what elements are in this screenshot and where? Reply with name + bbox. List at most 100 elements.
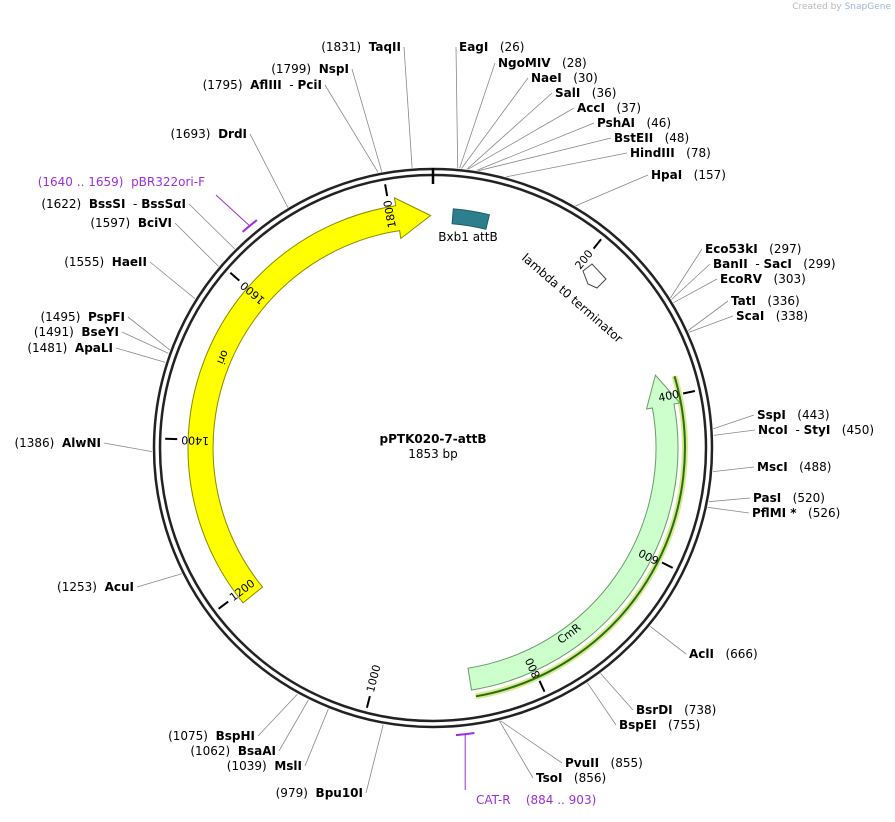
site-position: (1075)	[168, 729, 208, 743]
restriction-site-label[interactable]: EagI (26)	[459, 40, 524, 54]
site-enzyme: SalI	[555, 86, 580, 100]
site-leader-line	[712, 466, 755, 472]
restriction-site-label[interactable]: TatI (336)	[731, 294, 800, 308]
site-leader-line	[121, 331, 169, 354]
restriction-site-label[interactable]: NgoMIV (28)	[498, 56, 587, 70]
tick-mark	[538, 680, 546, 693]
site-position: (36)	[592, 86, 617, 100]
restriction-site-label[interactable]: (1555) HaeII	[64, 255, 147, 269]
restriction-site-label[interactable]: (1481) ApaLI	[27, 341, 113, 355]
restriction-site-label[interactable]: AccI (37)	[577, 101, 641, 115]
restriction-site-label[interactable]: HindIII (78)	[630, 146, 711, 160]
restriction-site-label[interactable]: (1597) BciVI	[90, 216, 172, 230]
site-enzyme: AcuI	[105, 580, 134, 594]
restriction-site-label[interactable]: PshAI (46)	[597, 116, 671, 130]
site-enzyme: PshAI	[597, 116, 635, 130]
site-leader-line	[670, 248, 703, 299]
tick-mark	[661, 561, 674, 569]
restriction-site-label[interactable]: HpaI (157)	[651, 168, 726, 182]
site-leader-line	[673, 278, 718, 304]
restriction-site-label[interactable]: BspEI (755)	[619, 718, 700, 732]
restriction-site-label[interactable]: (1831) TaqII	[321, 40, 401, 54]
restriction-site-label[interactable]: PasI (520)	[753, 491, 825, 505]
primer-label[interactable]: (1640 .. 1659) pBR322ori-F	[38, 175, 205, 189]
site-leader-line	[324, 84, 379, 173]
restriction-site-label[interactable]: (1799) NspI	[271, 62, 349, 76]
site-enzyme: ScaI	[736, 309, 764, 323]
restriction-site-label[interactable]: (1039) MslI	[227, 759, 302, 773]
site-leader-line	[461, 77, 529, 169]
site-leader-line	[403, 46, 413, 168]
primer-binding-arc[interactable]	[455, 732, 475, 737]
site-position: (78)	[686, 146, 711, 160]
lambda-t0-terminator-arrow[interactable]	[582, 263, 607, 289]
restriction-site-label[interactable]: PflMI * (526)	[752, 506, 840, 520]
restriction-site-label[interactable]: (1795) AflIII - PciI	[203, 78, 322, 92]
restriction-site-label[interactable]: BstEII (48)	[614, 131, 689, 145]
restriction-site-label[interactable]: MscI (488)	[757, 460, 831, 474]
site-position: (1062)	[190, 744, 230, 758]
restriction-site-label[interactable]: NcoI - StyI (450)	[758, 423, 874, 437]
restriction-site-label[interactable]: (1693) DrdI	[171, 127, 247, 141]
restriction-site-label[interactable]: SalI (36)	[555, 86, 616, 100]
site-position: (1597)	[90, 216, 130, 230]
site-leader-line	[459, 62, 496, 169]
site-position: (30)	[573, 71, 598, 85]
restriction-site-label[interactable]: (1491) BseYI	[34, 325, 119, 339]
site-position: (1555)	[64, 255, 104, 269]
restriction-site-label[interactable]: AclI (666)	[689, 647, 758, 661]
site-enzyme: EcoRV	[720, 272, 763, 286]
restriction-site-label[interactable]: (979) Bpu10I	[276, 786, 363, 800]
site-enzyme: AlwNI	[62, 436, 101, 450]
restriction-site-label[interactable]: ScaI (338)	[736, 309, 808, 323]
restriction-site-label[interactable]: (1386) AlwNI	[14, 436, 101, 450]
tick-mark	[229, 271, 240, 282]
site-enzyme: AccI	[577, 101, 605, 115]
restriction-site-label[interactable]: Eco53kI (297)	[705, 242, 801, 256]
restriction-site-label[interactable]: (1062) BsaAI	[190, 744, 276, 758]
ori-feature-arrow[interactable]	[187, 197, 432, 604]
ori-feature-label: ori	[214, 348, 232, 366]
restriction-site-label[interactable]: SspI (443)	[757, 408, 830, 422]
site-leader-line	[506, 152, 628, 178]
restriction-site-label[interactable]: (1622) BssSI - BssSαI	[41, 197, 186, 211]
site-position: (443)	[797, 408, 829, 422]
restriction-site-label[interactable]: PvuII (855)	[565, 756, 643, 770]
restriction-site-label[interactable]: (1075) BspHI	[168, 729, 255, 743]
tick-mark	[218, 600, 229, 610]
site-enzyme: AclI	[689, 647, 714, 661]
restriction-site-label[interactable]: BanII - SacI (299)	[713, 257, 836, 271]
site-position: (46)	[646, 116, 671, 130]
primer-range: (884 .. 903)	[526, 793, 596, 807]
site-enzyme-2: SacI	[764, 257, 792, 271]
site-enzyme: EagI	[459, 40, 488, 54]
site-leader-line	[713, 429, 756, 436]
restriction-site-label[interactable]: (1495) PspFI	[40, 310, 125, 324]
primer-label[interactable]: CAT-R (884 .. 903)	[476, 793, 596, 807]
restriction-site-label[interactable]: TsoI (856)	[536, 771, 606, 785]
site-leader-line	[713, 414, 755, 430]
site-position: (297)	[769, 242, 801, 256]
restriction-site-label[interactable]: EcoRV (303)	[720, 272, 806, 286]
site-enzyme-2: PciI	[298, 78, 323, 92]
site-position: (488)	[799, 460, 831, 474]
site-position: (450)	[842, 423, 874, 437]
site-leader-line	[365, 724, 384, 794]
tick-label: 400	[657, 388, 680, 405]
site-leader-line	[127, 316, 170, 351]
site-position: (526)	[808, 506, 840, 520]
site-leader-line	[149, 261, 196, 300]
site-enzyme: HaeII	[112, 255, 147, 269]
site-position: (1831)	[321, 40, 361, 54]
cmr-feature-arrow[interactable]	[467, 374, 681, 691]
bxb1-attb-feature[interactable]	[451, 208, 491, 230]
restriction-site-label[interactable]: NaeI (30)	[531, 71, 598, 85]
site-position: (1622)	[41, 197, 81, 211]
restriction-site-label[interactable]: BsrDI (738)	[636, 703, 716, 717]
site-enzyme: NspI	[319, 62, 349, 76]
plasmid-name: pPTK020-7-attB	[380, 432, 487, 446]
site-leader-line	[671, 263, 711, 300]
restriction-site-label[interactable]: (1253) AcuI	[57, 580, 134, 594]
site-enzyme: BsaAI	[238, 744, 276, 758]
